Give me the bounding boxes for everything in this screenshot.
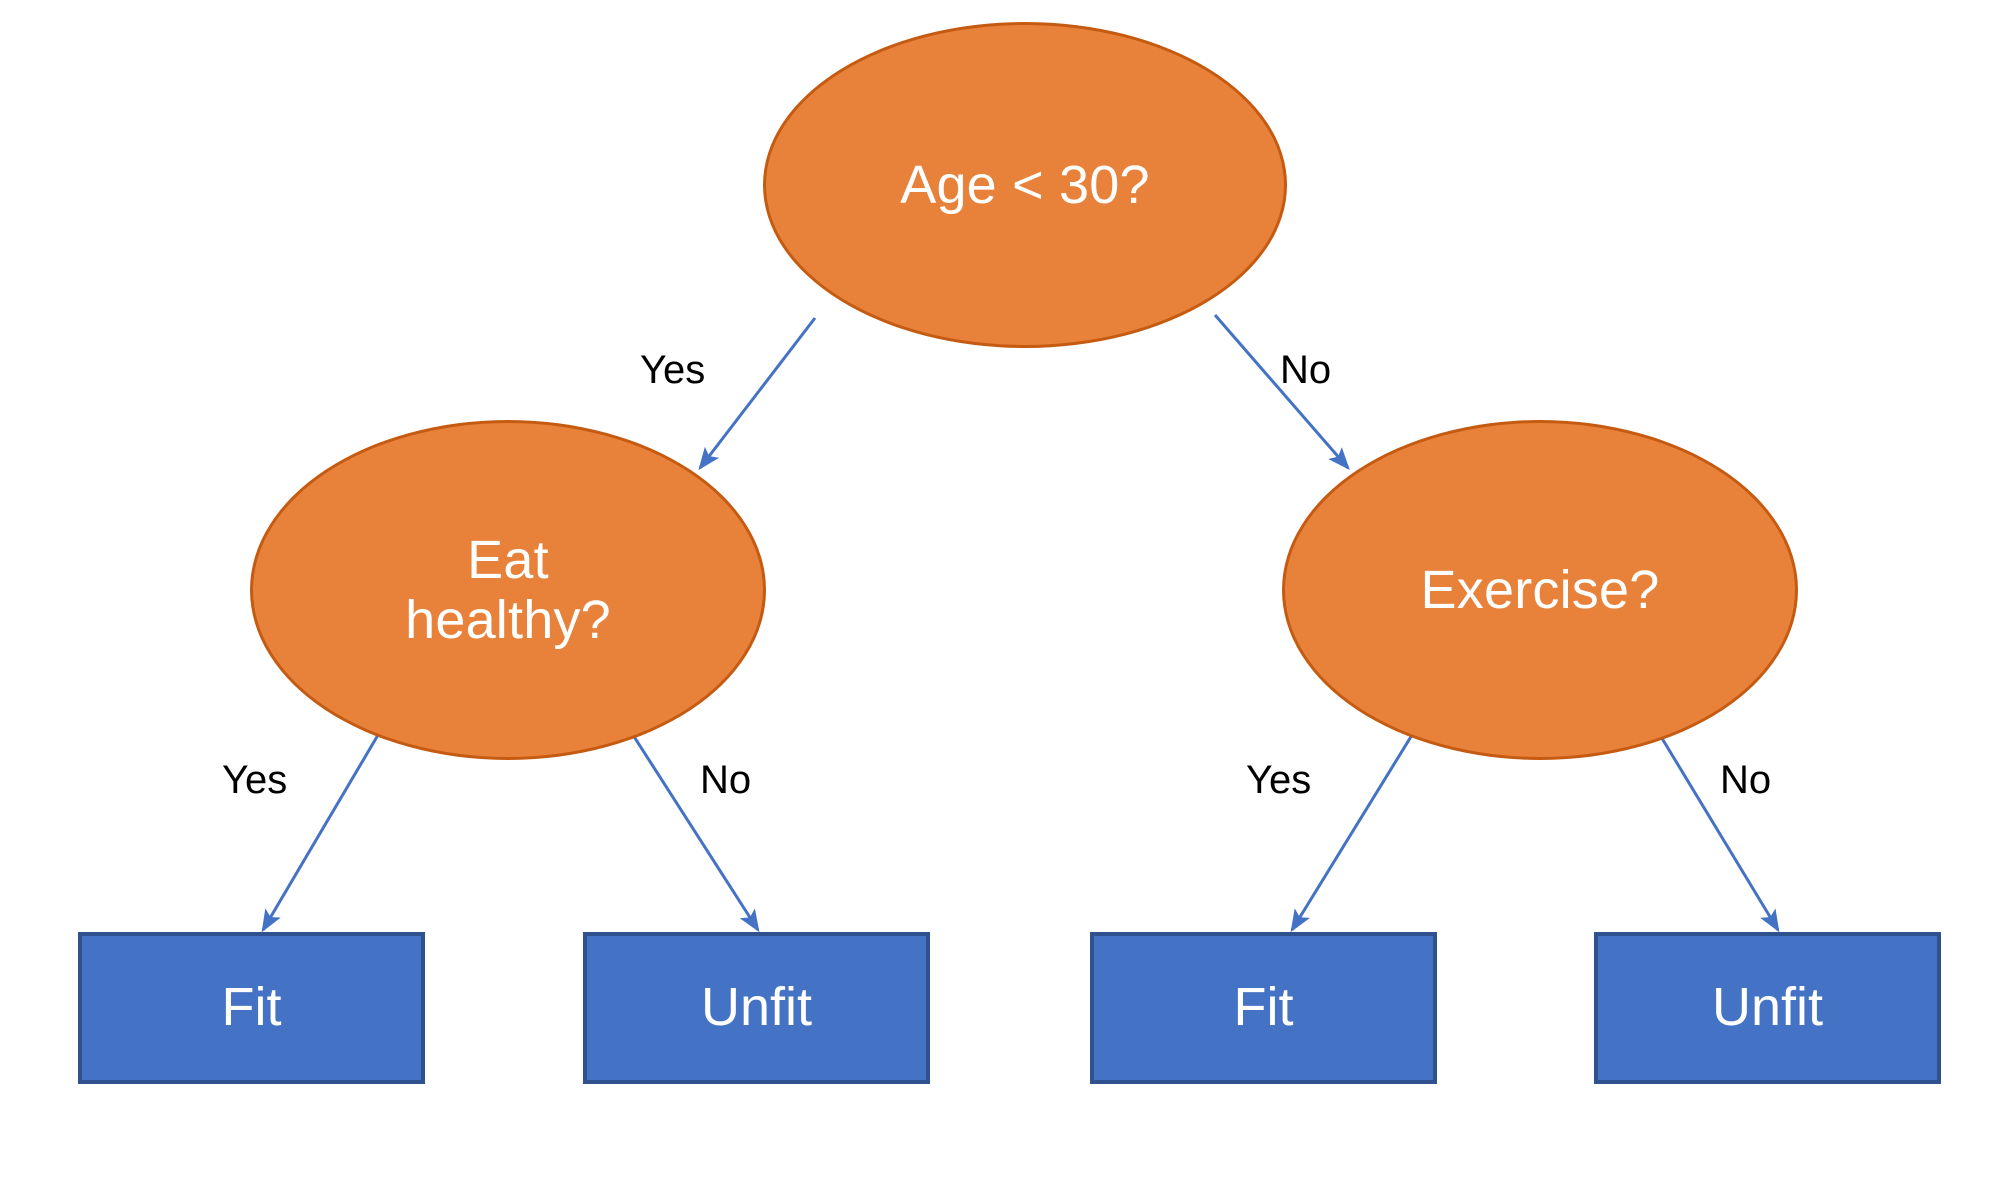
node-leaf-unfit-1[interactable]: Unfit — [583, 932, 930, 1084]
node-leaf-fit-2[interactable]: Fit — [1090, 932, 1437, 1084]
node-root[interactable]: Age < 30? — [763, 22, 1287, 348]
edge-root-no — [1213, 314, 1350, 471]
node-leaf-fit-2-label: Fit — [1233, 977, 1294, 1038]
node-exercise[interactable]: Exercise? — [1282, 420, 1798, 760]
node-leaf-unfit-1-label: Unfit — [700, 977, 813, 1038]
edge-label-eat-no: No — [700, 758, 752, 802]
edge-exercise-yes — [1290, 734, 1414, 933]
edge-label-root-yes: Yes — [640, 348, 706, 392]
edge-eat-yes — [261, 734, 380, 933]
edge-label-eat-yes: Yes — [222, 758, 288, 802]
edge-label-exercise-no: No — [1720, 758, 1772, 802]
node-exercise-label: Exercise? — [1420, 559, 1660, 620]
edge-label-root-no: No — [1280, 348, 1332, 392]
node-leaf-unfit-2-label: Unfit — [1711, 977, 1824, 1038]
edge-root-yes — [698, 317, 817, 471]
edge-label-exercise-yes: Yes — [1246, 758, 1312, 802]
node-leaf-fit-1[interactable]: Fit — [78, 932, 425, 1084]
node-root-label: Age < 30? — [900, 154, 1150, 215]
edge-eat-no — [631, 734, 760, 933]
edge-exercise-no — [1658, 734, 1780, 933]
node-leaf-fit-1-label: Fit — [221, 977, 282, 1038]
node-leaf-unfit-2[interactable]: Unfit — [1594, 932, 1941, 1084]
